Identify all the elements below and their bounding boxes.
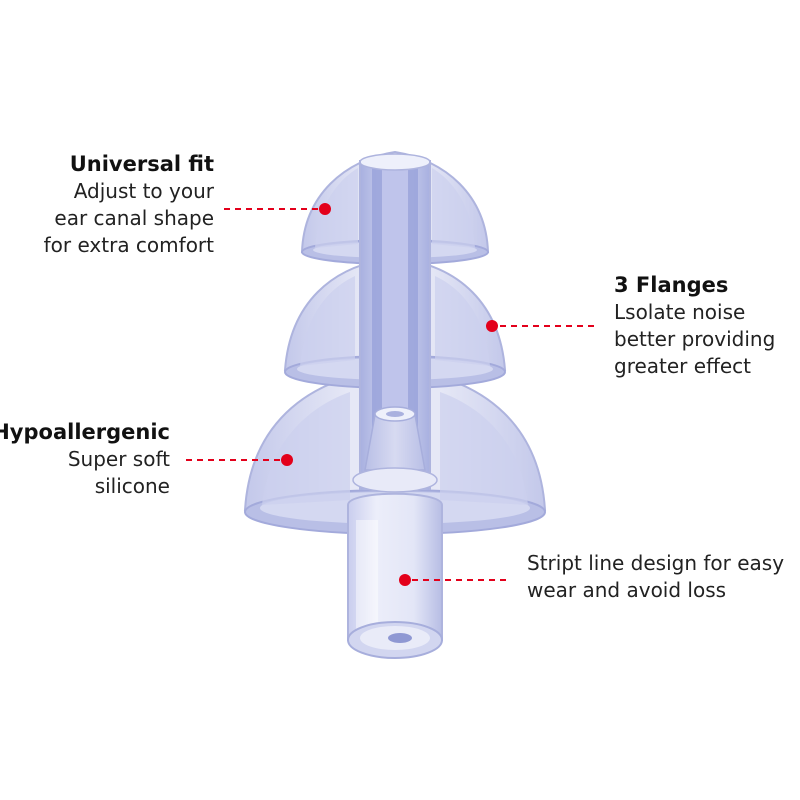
callout-line: greater effect (614, 354, 751, 378)
callout-line: better providing (614, 327, 776, 351)
callout-hypoallergenic: Hypoallergenic Super soft silicone (0, 418, 170, 500)
callout-stripe-line: Stript line design for easy wear and avo… (527, 550, 784, 604)
callout-3-flanges: 3 Flanges Lsolate noise better providing… (614, 271, 775, 380)
marker-dots (281, 203, 498, 586)
callout-line: ear canal shape (54, 206, 214, 230)
callout-line: Lsolate noise (614, 300, 746, 324)
dot-universal (319, 203, 331, 215)
callout-line: for extra comfort (43, 233, 214, 257)
callout-line: Adjust to your (73, 179, 214, 203)
dot-hypo (281, 454, 293, 466)
dot-flanges (486, 320, 498, 332)
callout-line: silicone (94, 474, 170, 498)
stem (347, 467, 443, 659)
callout-line: Stript line design for easy (527, 551, 785, 575)
dot-stripe (399, 574, 411, 586)
leader-lines (186, 208, 596, 581)
callout-line: Super soft (67, 447, 170, 471)
callout-title: Universal fit (69, 152, 214, 176)
callout-universal-fit: Universal fit Adjust to your ear canal s… (44, 150, 214, 259)
callout-title: Hypoallergenic (0, 420, 170, 444)
inner-nozzle (364, 406, 426, 471)
callout-title: 3 Flanges (614, 273, 729, 297)
callout-line: wear and avoid loss (527, 578, 727, 602)
